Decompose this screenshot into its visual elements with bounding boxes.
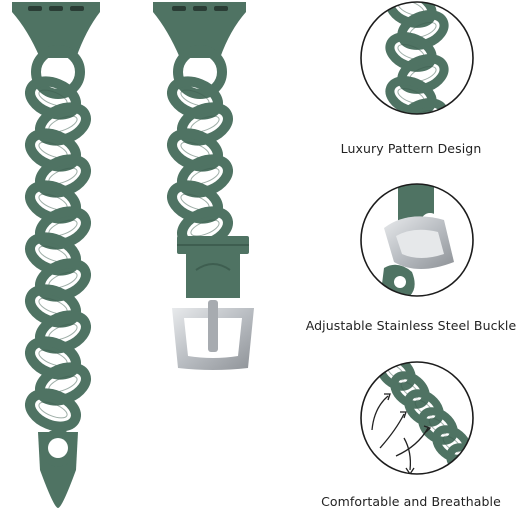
chain-closeup-circle: [360, 1, 474, 115]
left-strap-with-tail: [12, 2, 100, 508]
strap-curve: [195, 263, 231, 271]
feature-caption-breathable: Comfortable and Breathable: [321, 494, 501, 509]
left-chain: [25, 76, 91, 432]
buckle-tongue: [208, 300, 218, 352]
left-lug-connector: [12, 2, 100, 58]
chain-link-shade: [456, 453, 473, 471]
lug-slot: [28, 6, 42, 11]
right-chain: [167, 76, 233, 250]
lug-slot: [70, 6, 84, 11]
tail-hole: [48, 438, 68, 458]
lug-slot: [49, 6, 63, 11]
chain-link-shade: [38, 401, 68, 419]
lug-slot: [193, 6, 207, 11]
chain-link-shade: [190, 219, 220, 237]
steel-buckle: [172, 300, 254, 370]
right-strap-with-buckle: [153, 2, 254, 370]
feature-caption-buckle: Adjustable Stainless Steel Buckle: [305, 318, 517, 333]
lug-slot: [172, 6, 186, 11]
buckle-closeup-circle: [360, 183, 474, 297]
lug-slot: [214, 6, 228, 11]
breathable-closeup-circle: [360, 361, 474, 475]
right-lug-connector: [153, 2, 246, 58]
tail-ring: [39, 429, 77, 467]
buckle-strap-end: [186, 254, 240, 298]
chain-link: [25, 388, 81, 432]
airflow-arrows-icon: [371, 393, 432, 474]
feature-caption-pattern: Luxury Pattern Design: [340, 141, 482, 156]
keeper-shade: [177, 244, 249, 246]
